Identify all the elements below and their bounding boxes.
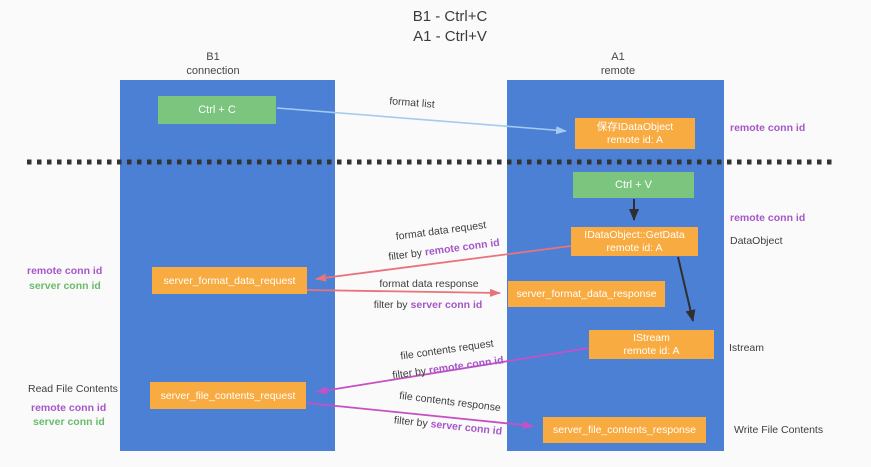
right-remote-conn-id-mid-label: remote conn id <box>730 212 806 224</box>
node-server-file-contents-response: server_file_contents_response <box>543 417 706 443</box>
node-ctrl-v-label: Ctrl + V <box>615 179 652 191</box>
left-server-conn-id-bottom-label: server conn id <box>33 416 105 428</box>
dataobject-label: DataObject <box>730 235 783 247</box>
lifeline-b1-name: B1 <box>206 51 220 63</box>
format-data-request-arrow <box>315 245 572 282</box>
node-save-idataobject-line1: 保存IDataObject <box>596 120 674 133</box>
node-ctrl-c: Ctrl + C <box>158 96 276 124</box>
node-server-file-contents-response-label: server_file_contents_response <box>552 424 696 436</box>
write-file-contents-label: Write File Contents <box>734 424 824 436</box>
node-save-idataobject-line2: remote id: A <box>606 133 664 146</box>
file-contents-response-arrow <box>306 402 534 429</box>
left-remote-conn-id-bottom-label: remote conn id <box>31 402 107 414</box>
right-remote-conn-id-top-label: remote conn id <box>730 122 806 134</box>
node-server-format-data-response: server_format_data_response <box>508 281 665 307</box>
node-server-format-data-request-label: server_format_data_request <box>163 274 296 287</box>
server-conn-id-text: server conn id <box>410 299 483 311</box>
node-idataobject-getdata: IDataObject::GetData remote id: A <box>571 227 698 256</box>
node-server-file-contents-request: server_file_contents_request <box>150 382 306 409</box>
format-list-arrow <box>276 107 567 135</box>
title-line-2: A1 - Ctrl+V <box>413 28 487 45</box>
node-idataobject-getdata-line1: IDataObject::GetData <box>584 228 685 241</box>
left-remote-conn-id-top-label: remote conn id <box>27 265 103 277</box>
lifeline-header-b1: B1 connection <box>113 50 313 78</box>
getdata-to-istream-arrow <box>677 256 696 322</box>
node-server-file-contents-request-label: server_file_contents_request <box>160 389 296 402</box>
left-server-conn-id-top-label: server conn id <box>29 280 101 292</box>
node-idataobject-getdata-line2: remote id: A <box>606 241 663 254</box>
node-save-idataobject: 保存IDataObject remote id: A <box>575 118 695 149</box>
lifeline-header-a1: A1 remote <box>518 50 718 78</box>
node-istream-line1: IStream <box>633 331 670 344</box>
lifeline-b1-role: connection <box>186 65 240 77</box>
lifeline-a1-name: A1 <box>611 51 625 63</box>
node-server-format-data-request: server_format_data_request <box>152 267 307 294</box>
node-ctrl-v: Ctrl + V <box>573 172 694 198</box>
title-line-1: B1 - Ctrl+C <box>412 8 488 25</box>
lifeline-a1-role: remote <box>600 65 636 77</box>
node-istream-line2: remote id: A <box>623 344 680 357</box>
file-contents-request-arrow <box>316 347 590 395</box>
istream-side-label: Istream <box>729 342 765 354</box>
node-ctrl-c-label: Ctrl + C <box>198 104 236 116</box>
diagram-title: B1 - Ctrl+C A1 - Ctrl+V <box>250 7 650 47</box>
filter-by-text: filter by <box>373 299 408 311</box>
read-file-contents-label: Read File Contents <box>28 383 118 395</box>
node-istream: IStream remote id: A <box>589 330 714 359</box>
format-data-response-label: format data response <box>379 278 479 290</box>
format-data-response-arrow <box>306 288 501 297</box>
node-server-format-data-response-label: server_format_data_response <box>516 288 657 300</box>
